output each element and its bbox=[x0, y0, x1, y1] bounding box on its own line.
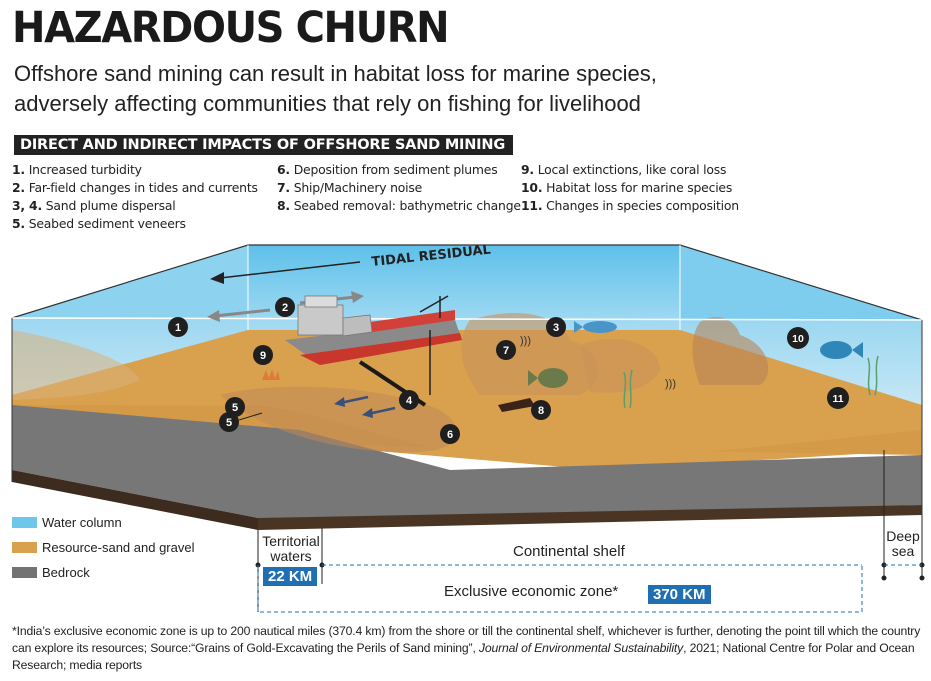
eez-label: Exclusive economic zone* bbox=[444, 583, 619, 600]
fish-icon bbox=[574, 321, 617, 333]
marker-6: 6 bbox=[440, 424, 460, 444]
marker-9: 9 bbox=[253, 345, 273, 365]
impact-item: 8. Seabed removal: bathymetric change bbox=[277, 198, 521, 213]
territorial-km-badge: 22 KM bbox=[263, 567, 318, 586]
subtitle-line-2: adversely affecting communities that rel… bbox=[14, 91, 641, 116]
impact-item: 11. Changes in species composition bbox=[521, 198, 739, 213]
deep-sea-label: Deep sea bbox=[886, 528, 920, 559]
legend-item-water: Water column bbox=[12, 510, 194, 535]
legend-swatch bbox=[12, 567, 37, 578]
svg-text:3: 3 bbox=[553, 322, 559, 334]
svg-text:1: 1 bbox=[175, 322, 181, 334]
seagrass-icon bbox=[623, 355, 879, 409]
marker-11: 11 bbox=[827, 387, 849, 409]
bedrock-layer bbox=[12, 405, 922, 518]
marker-10: 10 bbox=[787, 327, 809, 349]
impact-item: 6. Deposition from sediment plumes bbox=[277, 162, 498, 177]
excavation-pit bbox=[498, 398, 535, 412]
tidal-arrow-head bbox=[210, 272, 224, 284]
marker-5-pointer bbox=[238, 412, 263, 421]
impact-item: 2. Far-field changes in tides and curren… bbox=[12, 180, 258, 195]
impact-item: 5. Seabed sediment veneers bbox=[12, 216, 186, 231]
marker-3: 3 bbox=[546, 317, 566, 337]
boundary-dot bbox=[919, 575, 925, 581]
dredging-ship bbox=[285, 295, 462, 407]
legend: Water column Resource-sand and gravel Be… bbox=[12, 510, 194, 585]
plume-left bbox=[12, 330, 140, 400]
legend-swatch bbox=[12, 517, 37, 528]
sand-front-mound bbox=[12, 392, 922, 463]
current-arrow-left bbox=[214, 308, 271, 318]
svg-text:8: 8 bbox=[538, 405, 544, 417]
impacts-column-2: 6. Deposition from sediment plumes 7. Sh… bbox=[277, 161, 521, 215]
ship-cabin-top bbox=[304, 295, 338, 308]
impacts-column-3: 9. Local extinctions, like coral loss 10… bbox=[521, 161, 739, 215]
ship-deck-red bbox=[370, 310, 455, 332]
marker-5-upper: 5 bbox=[225, 397, 245, 417]
svg-text:5: 5 bbox=[232, 402, 238, 414]
current-arrow-right-head bbox=[351, 291, 364, 303]
svg-text:10: 10 bbox=[792, 333, 804, 345]
marker-8: 8 bbox=[531, 400, 551, 420]
impacts-heading: DIRECT AND INDIRECT IMPACTS OF OFFSHORE … bbox=[14, 135, 514, 155]
impact-item: 1. Increased turbidity bbox=[12, 162, 142, 177]
marker-2: 2 bbox=[275, 297, 295, 317]
ship-superstructure bbox=[342, 314, 373, 337]
svg-text:9: 9 bbox=[260, 350, 266, 362]
marker-4: 4 bbox=[399, 390, 419, 410]
eez-km-badge: 370 KM bbox=[648, 585, 711, 604]
svg-text:2: 2 bbox=[282, 302, 288, 314]
legend-label: Water column bbox=[42, 515, 122, 530]
box-top-edge bbox=[11, 244, 923, 321]
impact-item: 7. Ship/Machinery noise bbox=[277, 180, 423, 195]
continental-shelf-label: Continental shelf bbox=[513, 543, 625, 560]
tidal-arrow bbox=[219, 261, 361, 279]
fish-icon bbox=[820, 341, 863, 359]
legend-label: Bedrock bbox=[42, 565, 90, 580]
plume-far-right bbox=[692, 317, 769, 385]
svg-text:4: 4 bbox=[406, 395, 413, 407]
coral-icon bbox=[262, 369, 280, 380]
marker-5-lower: 5 bbox=[219, 412, 239, 432]
footnote: *India’s exclusive economic zone is up t… bbox=[12, 624, 921, 672]
ship-cabin bbox=[297, 304, 344, 336]
eez-dashed-box bbox=[257, 565, 863, 613]
dispersal-arrow-head bbox=[362, 408, 373, 418]
noise-icon: ))) bbox=[665, 378, 676, 390]
dispersal-arrow-head bbox=[334, 397, 345, 407]
legend-swatch bbox=[12, 542, 37, 553]
svg-text:11: 11 bbox=[832, 393, 843, 405]
bedrock-bottom-right bbox=[258, 505, 922, 530]
impacts-column-1: 1. Increased turbidity 2. Far-field chan… bbox=[12, 161, 258, 233]
dispersal-arrow bbox=[339, 395, 369, 405]
svg-text:5: 5 bbox=[226, 417, 232, 429]
plume-seabed bbox=[220, 386, 458, 453]
fish-icon bbox=[528, 368, 568, 388]
territorial-waters-label: Territorial waters bbox=[262, 533, 320, 564]
marker-1: 1 bbox=[168, 317, 188, 337]
impact-item: 3, 4. Sand plume dispersal bbox=[12, 198, 176, 213]
ship-crane-arm bbox=[419, 295, 449, 313]
water-back-wall bbox=[248, 245, 680, 330]
boundary-dot bbox=[881, 575, 887, 581]
marker-7: 7 bbox=[496, 340, 516, 360]
page-title: HAZARDOUS CHURN bbox=[12, 3, 450, 53]
ship-red-stripe bbox=[300, 333, 462, 365]
legend-item-sand: Resource-sand and gravel bbox=[12, 535, 194, 560]
bedrock-bottom bbox=[12, 470, 258, 530]
box-front-top-edge bbox=[11, 317, 923, 321]
svg-text:7: 7 bbox=[503, 345, 509, 357]
current-arrow-left-head bbox=[207, 310, 220, 322]
noise-icon: ))) bbox=[520, 335, 531, 347]
impact-item: 9. Local extinctions, like coral loss bbox=[521, 162, 727, 177]
impact-item: 10. Habitat loss for marine species bbox=[521, 180, 733, 195]
legend-item-bedrock: Bedrock bbox=[12, 560, 194, 585]
subtitle-line-1: Offshore sand mining can result in habit… bbox=[14, 61, 657, 86]
plume-right bbox=[580, 339, 660, 393]
legend-label: Resource-sand and gravel bbox=[42, 540, 195, 555]
svg-text:6: 6 bbox=[447, 429, 453, 441]
